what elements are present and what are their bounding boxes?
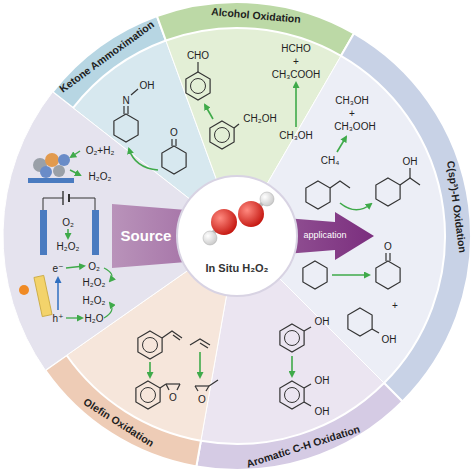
sector-band <box>45 355 201 466</box>
chemical-label: O₂ <box>62 217 74 228</box>
sector-wedge <box>196 236 402 470</box>
arrow-label: Source <box>121 228 172 245</box>
center-title: In Situ H₂O₂ <box>206 262 269 274</box>
chemical-label: + <box>349 108 355 119</box>
chemical-label: O <box>384 241 392 252</box>
arrow-label: application <box>303 231 346 241</box>
chemical-label: O₂ <box>88 261 100 272</box>
chemical-label: O <box>170 127 178 138</box>
center-circle-node: In Situ H₂O₂ <box>177 176 297 296</box>
chemical-label: CH₃OH <box>335 95 369 106</box>
center-circle <box>177 176 297 296</box>
chemical-label: CH₄ <box>321 155 340 166</box>
chemical-label: CH₃COOH <box>272 69 321 80</box>
chemical-label: HCHO <box>281 43 310 54</box>
chemical-label: H₂O₂ <box>83 277 106 288</box>
chemical-label: OH <box>315 406 330 417</box>
chemical-label: OH <box>140 80 155 91</box>
chemical-label: OH <box>382 334 397 345</box>
chemical-label: e⁻ <box>53 263 64 274</box>
chemical-label: O <box>169 392 177 403</box>
chemical-structures <box>114 62 420 409</box>
chemical-label: O₂+H₂ <box>86 145 115 156</box>
chemical-label: H₂O₂ <box>57 241 80 252</box>
chemical-label: OH <box>403 156 418 167</box>
sector-band <box>157 2 354 56</box>
chemical-label: OH <box>315 375 330 386</box>
chemical-label: OH <box>315 316 330 327</box>
chemical-label: CH₃OOH <box>334 121 375 132</box>
sector-band <box>341 33 471 401</box>
chemical-label: CH₂OH <box>243 113 276 124</box>
chemical-label: O <box>198 394 206 405</box>
chemical-label: H₂O₂ <box>83 295 106 306</box>
chemical-label: H₂O₂ <box>89 171 112 182</box>
chemical-label: + <box>392 300 398 311</box>
source-illustrations <box>19 151 112 318</box>
chemical-label: CH₃OH <box>279 130 313 141</box>
chemical-label: H₂O <box>85 313 104 324</box>
sector-band <box>53 16 166 108</box>
chemical-label: CHO <box>187 50 209 61</box>
chemical-label: + <box>293 56 299 67</box>
h2o2-molecule <box>203 192 274 245</box>
chemical-label: h⁺ <box>53 313 64 324</box>
chemical-label: N <box>122 95 129 106</box>
